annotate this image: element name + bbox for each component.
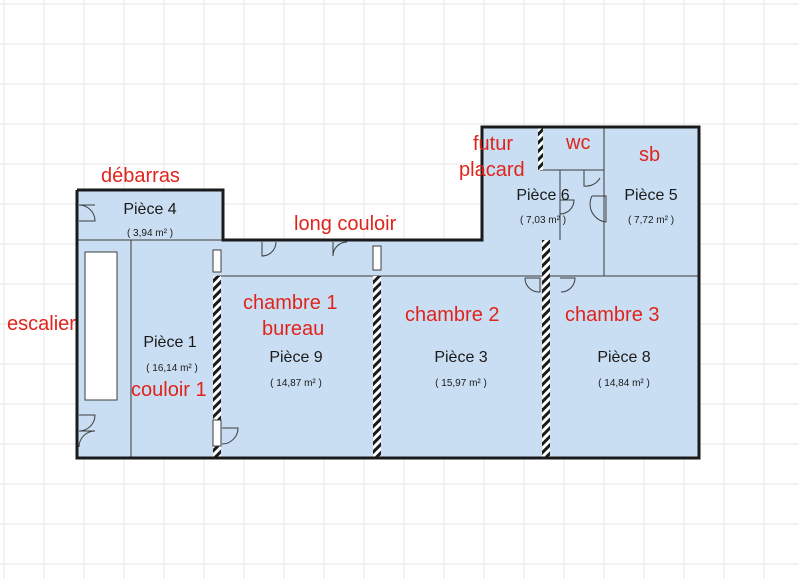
room-area-piece-9: ( 14,87 m² ) (270, 378, 322, 389)
room-area-piece-4: ( 3,94 m² ) (127, 228, 173, 239)
door-entry (78, 414, 96, 448)
door-placard (559, 199, 575, 215)
door-bath (589, 195, 607, 223)
annotation-chambre-3: chambre 3 (565, 304, 660, 326)
wall-hatch-wc (538, 127, 543, 170)
annotation-futur: futur (473, 133, 513, 155)
annotation-debarras: débarras (101, 165, 180, 187)
room-area-piece-1: ( 16,14 m² ) (146, 363, 198, 374)
room-area-piece-8: ( 14,84 m² ) (598, 378, 650, 389)
door-room8 (560, 277, 576, 293)
annotation-chambre-1: chambre 1 (243, 292, 338, 314)
room-piece-4-fill (77, 190, 223, 240)
annotation-long-couloir: long couloir (294, 213, 397, 235)
door-room9 (221, 427, 239, 445)
door-corridor-1 (261, 241, 277, 257)
wall-hatch-room8-left (542, 240, 550, 458)
room-piece-5-fill (604, 127, 699, 276)
room-name-piece-4: Pièce 4 (123, 201, 176, 218)
window-room3-top (372, 245, 382, 271)
hatched-walls (213, 127, 550, 458)
room-name-piece-9: Pièce 9 (269, 349, 322, 366)
room-name-piece-3: Pièce 3 (434, 349, 487, 366)
annotation-placard: placard (459, 159, 525, 181)
annotation-wc: wc (565, 132, 590, 154)
annotations: débarras long couloir futur placard wc s… (7, 132, 660, 401)
room-labels: Pièce 4 ( 3,94 m² ) Pièce 1 ( 16,14 m² )… (123, 187, 677, 389)
windows (212, 245, 382, 447)
outer-walls (75, 125, 701, 460)
room-area-piece-5: ( 7,72 m² ) (628, 215, 674, 226)
room-area-piece-6: ( 7,03 m² ) (520, 215, 566, 226)
room-piece-8-fill (546, 276, 699, 458)
annotation-sb: sb (639, 144, 660, 166)
room-name-piece-1: Pièce 1 (143, 334, 196, 351)
door-piece-4 (78, 204, 96, 222)
annotation-bureau: bureau (262, 318, 324, 340)
annotation-escalier: escalier (7, 313, 76, 335)
room-piece-3-fill (375, 276, 546, 458)
door-corridor-2 (332, 241, 348, 257)
wall-hatch-room9-left (213, 276, 221, 458)
room-name-piece-8: Pièce 8 (597, 349, 650, 366)
door-room3 (524, 277, 541, 293)
window-room9-top (212, 249, 222, 273)
room-name-piece-5: Pièce 5 (624, 187, 677, 204)
room-area-piece-3: ( 15,97 m² ) (435, 378, 487, 389)
wall-hatch-room3-left (373, 276, 381, 458)
annotation-chambre-2: chambre 2 (405, 304, 500, 326)
door-wc (583, 170, 601, 187)
room-fills (77, 127, 699, 458)
room-piece-9-fill (217, 276, 375, 458)
room-name-piece-6: Pièce 6 (516, 187, 569, 204)
doors (78, 170, 607, 448)
staircase (84, 251, 118, 401)
window-room9-bottom (212, 419, 222, 447)
annotation-couloir-1: couloir 1 (131, 379, 207, 401)
